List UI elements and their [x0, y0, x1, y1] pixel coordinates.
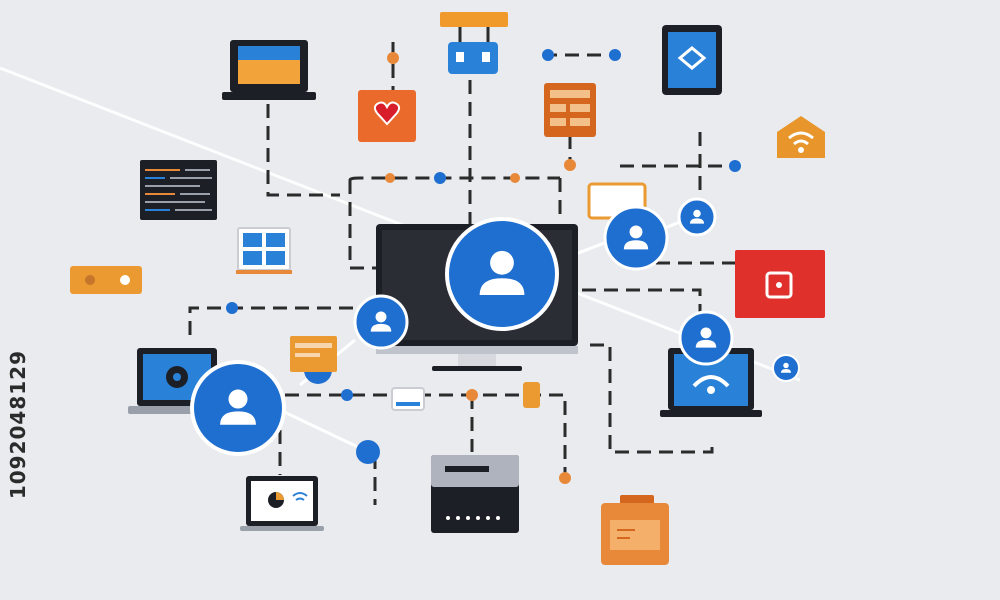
laptop-top-left [222, 40, 316, 100]
toggle-pill [70, 266, 142, 294]
user-hub-mid-left [353, 294, 409, 350]
tablet-top-right [662, 25, 722, 95]
terminal-screen [140, 160, 217, 220]
hanging-device [440, 12, 508, 74]
connector-dots [226, 49, 741, 484]
user-hub-small-right [677, 197, 717, 237]
laptop-bottom [240, 476, 324, 531]
camera-panel [735, 250, 825, 318]
user-hub-tiny-right [772, 354, 800, 382]
user-hub-upper-right [603, 205, 669, 271]
server-icon [431, 455, 519, 533]
wifi-house [777, 116, 825, 158]
plug-connector [523, 382, 540, 408]
camera-icon [765, 271, 793, 299]
stock-id-label: 1092048129 [6, 350, 30, 500]
heart-icon [373, 101, 401, 126]
user-hub-left [190, 360, 286, 456]
folder-icon [290, 336, 337, 372]
user-hub-right [678, 310, 734, 366]
connector-lines [188, 42, 735, 505]
server-rack-orange [544, 83, 596, 137]
user-hub-main [445, 217, 559, 331]
briefcase-icon [601, 495, 669, 565]
heart-card [358, 90, 416, 142]
window-icon [236, 227, 292, 274]
wifi-icon [788, 131, 814, 146]
router-icon [391, 387, 425, 411]
